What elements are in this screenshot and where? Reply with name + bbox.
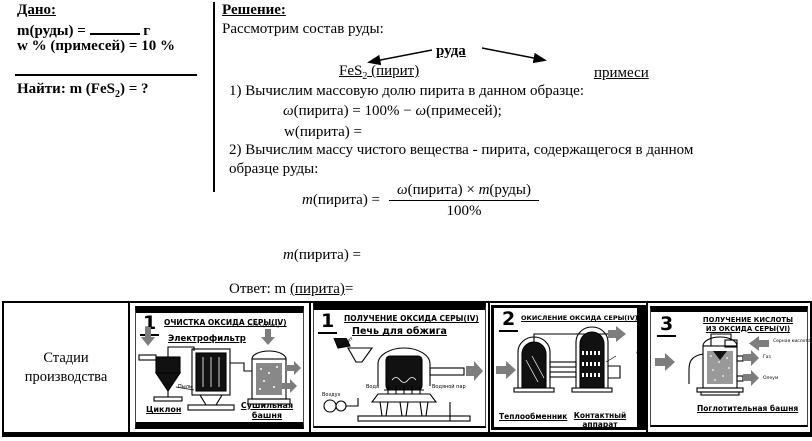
stage-number: 2 bbox=[499, 309, 519, 332]
heat-exchanger-label: Теплообменник bbox=[499, 412, 568, 421]
fraction-tail: (руды) bbox=[489, 182, 531, 198]
equation-w-blank: w(пирита) = bbox=[284, 124, 363, 140]
tree-right-impurities: примеси bbox=[594, 65, 649, 81]
oxidation-scheme-icon bbox=[496, 326, 626, 393]
fraction: ω(пирита) × m(руды) 100% bbox=[389, 181, 539, 220]
contact-apparatus-label: Контактный аппарат bbox=[573, 411, 627, 429]
pyrite-name: (пирит) bbox=[367, 63, 420, 79]
stage-number: 1 bbox=[318, 311, 338, 334]
given-heading: Дано: bbox=[17, 2, 56, 18]
absorption-tower-scheme-icon bbox=[655, 333, 769, 396]
equation-mass-blank: m(пирита) = bbox=[283, 247, 361, 264]
fraction-denominator: 100% bbox=[446, 203, 482, 219]
mass-eq-lhs-text: (пирита) = bbox=[312, 192, 381, 208]
step2-text-line1: 2) Вычислим массу чистого вещества - пир… bbox=[229, 142, 694, 158]
cyclone-label: Циклон bbox=[146, 405, 182, 414]
step2-text-line2: образце руды: bbox=[229, 161, 319, 177]
gas-label: Газ bbox=[763, 355, 771, 360]
given-mass-label: m(руды) = bbox=[17, 23, 86, 39]
stage-cell-acid-production: 3 ПОЛУЧЕНИЕ КИСЛОТЫ ИЗ ОКСИДА СЕРЫ(VI) bbox=[648, 303, 811, 432]
absorption-tower-label: Поглотительная башня bbox=[697, 404, 799, 413]
omega-eq-tail: (примесей); bbox=[426, 103, 502, 119]
stage-cell-oxidation: 2 ОКИСЛЕНИЕ ОКСИДА СЕРЫ(IV) bbox=[490, 303, 648, 432]
tree-branch-arrows-icon bbox=[367, 47, 547, 66]
step1-text: 1) Вычислим массовую долю пирита в данно… bbox=[229, 83, 585, 99]
mass-eq-lhs: m(пирита) = bbox=[302, 192, 380, 209]
slide-oxidation: 2 ОКИСЛЕНИЕ ОКСИДА СЕРЫ(IV) bbox=[491, 305, 646, 430]
omega-var3: ω bbox=[397, 182, 408, 198]
fraction-numerator: ω(пирита) × m(руды) bbox=[389, 181, 539, 201]
fraction-mid: (пирита) × bbox=[407, 182, 479, 198]
stages-row-label: Стадии производства bbox=[4, 303, 130, 432]
stage-title: ПОЛУЧЕНИЕ КИСЛОТЫ ИЗ ОКСИДА СЕРЫ(VI) bbox=[702, 316, 794, 333]
stage-title: ОЧИСТКА ОКСИДА СЕРЫ(IV) bbox=[164, 318, 287, 327]
answer-blank: (пирита) bbox=[289, 281, 345, 297]
air-label: Воздух bbox=[322, 392, 341, 398]
furnace-subtitle: Печь для обжига bbox=[352, 326, 447, 337]
tree-root-ore: руда bbox=[436, 43, 466, 59]
equation-omega: ω(пирита) = 100% − ω(примесей); bbox=[283, 103, 502, 120]
omega-var2: ω bbox=[415, 103, 427, 119]
electrofilter-label: Электрофильтр bbox=[168, 334, 246, 344]
omega-var: ω bbox=[283, 103, 294, 119]
water-label: Вода bbox=[366, 384, 380, 390]
find-label: Найти: m (FeS bbox=[17, 81, 115, 97]
answer-line: Ответ: m (пирита)= bbox=[229, 281, 353, 298]
m-var3: m bbox=[283, 247, 294, 263]
find-subscript: 2 bbox=[114, 89, 120, 100]
given-mass-unit: г bbox=[143, 23, 151, 39]
column-divider bbox=[213, 2, 215, 192]
mass2-text: (пирита) = bbox=[293, 247, 362, 263]
m-var2: m bbox=[478, 182, 490, 198]
stage-title: ОКИСЛЕНИЕ ОКСИДА СЕРЫ(IV) bbox=[521, 314, 638, 322]
furnace-scheme-icon bbox=[323, 338, 483, 422]
stage-title: ПОЛУЧЕНИЕ ОКСИДА СЕРЫ(IV) bbox=[344, 314, 479, 323]
drying-tower-label: Сушильная башня bbox=[240, 401, 294, 420]
production-stages-table: Стадии производства 1 ОЧИСТКА ОКСИДА СЕР… bbox=[2, 301, 812, 437]
stage-cell-purification: 1 ОЧИСТКА ОКСИДА СЕРЫ(IV) bbox=[130, 303, 311, 432]
slide-purification: 1 ОЧИСТКА ОКСИДА СЕРЫ(IV) bbox=[135, 306, 304, 429]
given-impurities-line: w % (примесей) = 10 % bbox=[17, 38, 175, 54]
stage-number: 3 bbox=[657, 314, 677, 337]
answer-label: Ответ: m bbox=[229, 281, 290, 297]
answer-equals: = bbox=[344, 281, 354, 297]
solution-heading: Решение: bbox=[222, 2, 286, 18]
purification-scheme-icon bbox=[138, 327, 301, 411]
slide-acid-production: 3 ПОЛУЧЕНИЕ КИСЛОТЫ ИЗ ОКСИДА СЕРЫ(VI) bbox=[650, 306, 811, 427]
equation-mass-fraction: m(пирита) = ω(пирита) × m(руды) 100% bbox=[302, 181, 539, 220]
find-tail: ) = ? bbox=[119, 81, 149, 97]
given-mass-line: m(руды) = г bbox=[17, 20, 150, 40]
acid-label: H₂SO₄(конц) bbox=[248, 323, 280, 329]
tree-left-pyrite: FeS2 (пирит) bbox=[339, 63, 419, 82]
m-var: m bbox=[302, 192, 313, 208]
stage-cell-so2-production: 1 ПОЛУЧЕНИЕ ОКСИДА СЕРЫ(IV) Печь для обж… bbox=[311, 303, 490, 432]
slide-so2-production: 1 ПОЛУЧЕНИЕ ОКСИДА СЕРЫ(IV) Печь для обж… bbox=[313, 303, 486, 428]
given-separator-line bbox=[15, 74, 197, 76]
oleum-label: Олеум bbox=[763, 376, 779, 381]
steam-label: Водяной пар bbox=[432, 384, 466, 390]
sulfuric-acid-label: Серная кислота bbox=[773, 339, 811, 344]
pyrite-formula: FeS bbox=[339, 63, 363, 79]
pyrite-subscript: 2 bbox=[362, 71, 368, 82]
find-line: Найти: m (FeS2) = ? bbox=[17, 81, 149, 100]
solution-intro: Рассмотрим состав руды: bbox=[222, 21, 384, 37]
given-mass-blank bbox=[89, 20, 140, 35]
omega-eq-mid: (пирита) = 100% − bbox=[293, 103, 416, 119]
catalyst-label: V₂O₅ bbox=[636, 352, 647, 357]
dust-label: Пыль bbox=[178, 384, 192, 390]
